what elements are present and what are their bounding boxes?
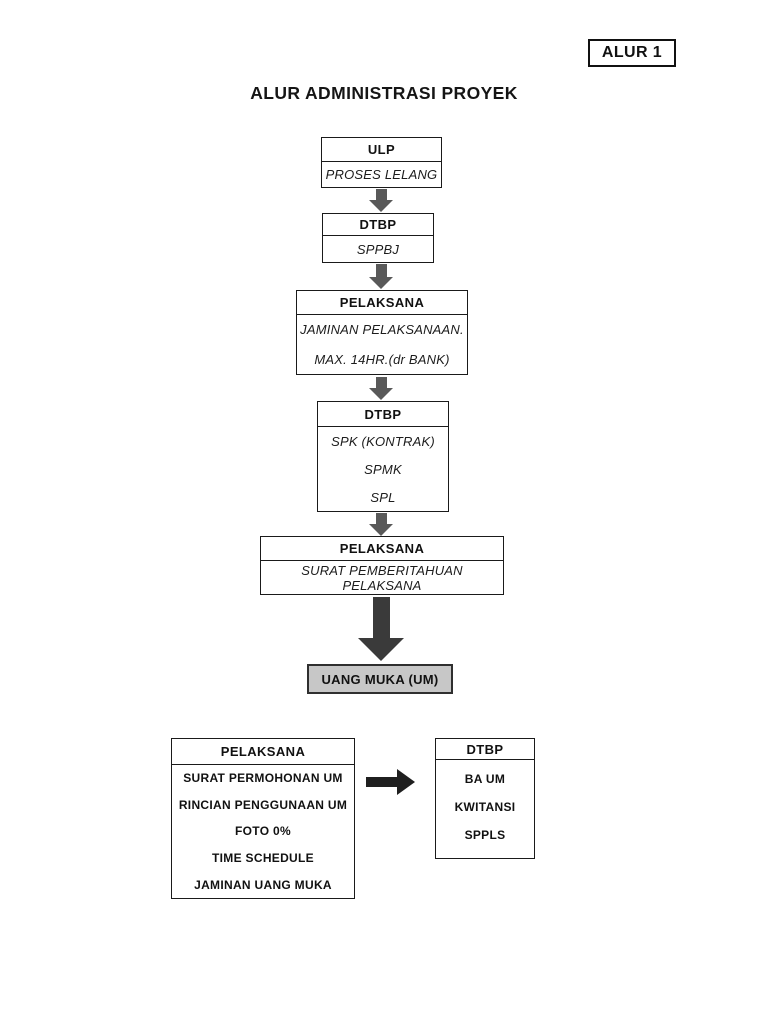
- box-header: PELAKSANA: [172, 739, 354, 765]
- flow-box-pelaksana-2: PELAKSANA SURAT PEMBERITAHUAN PELAKSANA: [260, 536, 504, 595]
- box-item: SPPBJ: [356, 241, 400, 257]
- box-body: SPPBJ: [323, 236, 433, 262]
- box-item: MAX. 14HR.(dr BANK): [314, 351, 450, 367]
- big-down-arrow-icon: [358, 597, 404, 661]
- flow-box-dtbp-2: DTBP SPK (KONTRAK) SPMK SPL: [317, 401, 449, 512]
- box-item: SPK (KONTRAK): [331, 433, 435, 449]
- box-header: PELAKSANA: [261, 537, 503, 561]
- box-item: SPL: [370, 489, 396, 505]
- box-item: JAMINAN UANG MUKA: [194, 877, 332, 892]
- flow-box-dtbp-1: DTBP SPPBJ: [322, 213, 434, 263]
- box-item: SPPLS: [464, 828, 506, 842]
- corner-label: ALUR 1: [601, 44, 663, 61]
- box-item: JAMINAN PELAKSANAAN.: [300, 322, 464, 338]
- box-body: BA UM KWITANSI SPPLS: [436, 760, 534, 858]
- diagram-title: ALUR ADMINISTRASI PROYEK: [250, 83, 518, 103]
- milestone-box: UANG MUKA (UM): [307, 664, 453, 694]
- box-item: SURAT PEMBERITAHUAN PELAKSANA: [301, 562, 463, 593]
- box-body: SURAT PEMBERITAHUAN PELAKSANA: [261, 561, 503, 594]
- down-arrow-icon: [369, 264, 393, 289]
- bottom-right-box-dtbp: DTBP BA UM KWITANSI SPPLS: [435, 738, 535, 859]
- box-item: SURAT PERMOHONAN UM: [183, 771, 343, 786]
- box-item: FOTO 0%: [235, 824, 291, 839]
- milestone-label: UANG MUKA (UM): [321, 671, 439, 687]
- down-arrow-icon: [369, 377, 393, 400]
- box-item: SPMK: [364, 461, 402, 477]
- box-header: ULP: [322, 138, 441, 162]
- box-body: PROSES LELANG: [322, 162, 441, 187]
- corner-label-box: ALUR 1: [588, 39, 676, 67]
- box-body: JAMINAN PELAKSANAAN. MAX. 14HR.(dr BANK): [297, 315, 467, 374]
- box-body: SURAT PERMOHONAN UM RINCIAN PENGGUNAAN U…: [172, 765, 354, 898]
- bottom-left-box-pelaksana: PELAKSANA SURAT PERMOHONAN UM RINCIAN PE…: [171, 738, 355, 899]
- box-header: DTBP: [318, 402, 448, 427]
- down-arrow-icon: [369, 513, 393, 536]
- flow-box-ulp: ULP PROSES LELANG: [321, 137, 442, 188]
- box-item: PROSES LELANG: [325, 167, 438, 182]
- box-item: TIME SCHEDULE: [212, 851, 314, 866]
- flow-box-pelaksana-1: PELAKSANA JAMINAN PELAKSANAAN. MAX. 14HR…: [296, 290, 468, 375]
- box-body: SPK (KONTRAK) SPMK SPL: [318, 427, 448, 511]
- box-item: KWITANSI: [454, 800, 516, 814]
- down-arrow-icon: [369, 189, 393, 212]
- box-header: DTBP: [323, 214, 433, 236]
- right-arrow-icon: [366, 769, 415, 795]
- box-header: PELAKSANA: [297, 291, 467, 315]
- box-item: RINCIAN PENGGUNAAN UM: [178, 797, 348, 812]
- box-item: BA UM: [464, 772, 506, 786]
- box-header: DTBP: [436, 739, 534, 760]
